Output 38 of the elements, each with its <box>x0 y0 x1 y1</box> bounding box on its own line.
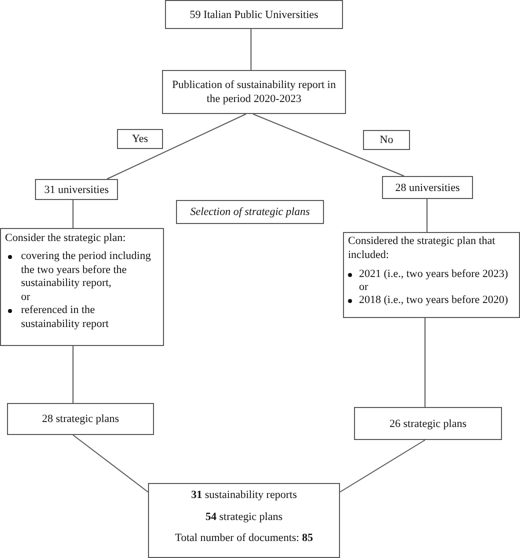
box-text: 31 universities <box>44 182 109 196</box>
process-box <box>343 232 520 318</box>
connector-line <box>106 114 246 180</box>
box-text: or <box>21 290 32 304</box>
box-text: 59 Italian Public Universities <box>190 8 318 22</box>
connector-line <box>250 28 252 70</box>
connector-line <box>72 434 148 492</box>
process-box <box>0 228 164 346</box>
connector-line <box>340 440 426 492</box>
process-box <box>354 407 502 440</box>
summary-box <box>148 483 340 558</box>
edge-label: No <box>363 130 410 150</box>
process-box <box>162 70 346 114</box>
connector-line <box>252 114 404 176</box>
annotation-box <box>176 200 324 224</box>
box-text: Total number of documents: 85 <box>175 531 313 545</box>
box-text: 28 strategic plans <box>42 412 119 426</box>
box-heading: Considered the strategic plan that included: <box>348 234 496 262</box>
connector-line <box>426 198 428 232</box>
process-box <box>35 179 118 200</box>
box-heading: Consider the strategic plan: <box>5 231 127 245</box>
box-text: 28 universities <box>395 180 460 194</box>
box-text: 26 strategic plans <box>390 416 466 430</box>
connector-line <box>72 200 74 228</box>
box-text: Selection of strategic plans <box>190 205 310 219</box>
connector-line <box>72 346 74 404</box>
box-text: 31 sustainability reports <box>191 488 297 502</box>
process-box <box>7 403 154 435</box>
process-box <box>165 0 343 29</box>
bullet-text: 2018 (i.e., two years before 2020) <box>359 294 510 307</box>
bullet-text: referenced in the sustainability report <box>21 304 110 331</box>
process-box <box>382 176 473 199</box>
edge-label: Yes <box>117 129 163 149</box>
box-text: Publication of sustainability report in the period 2020-2023 <box>171 78 337 106</box>
box-text: 54 strategic plans <box>206 510 282 524</box>
bullet-text: 2021 (i.e., two years before 2023) <box>359 268 510 281</box>
box-text: or <box>359 281 370 294</box>
connector-line <box>424 318 426 408</box>
